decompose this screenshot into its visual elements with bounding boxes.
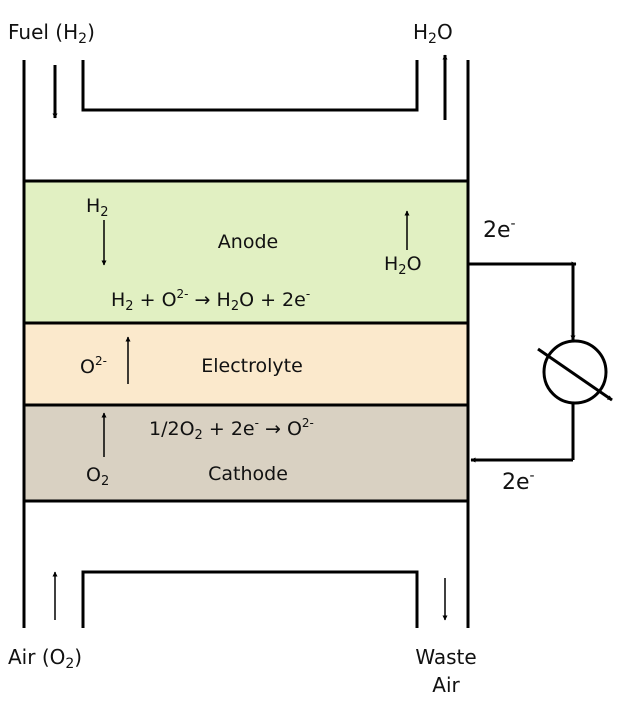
electrolyte-layer xyxy=(22,321,470,407)
waste-label: Waste xyxy=(415,645,476,669)
h2o-top-label: H2O xyxy=(413,20,453,47)
anode-name: Anode xyxy=(218,231,278,253)
cathode-equation: 1/2O2 + 2e- → O2- xyxy=(149,416,314,443)
cathode-name: Cathode xyxy=(208,463,288,485)
air-label: Air (O2) xyxy=(8,645,82,672)
circuit-top-electrons: 2e- xyxy=(483,216,516,243)
air-channel-bottom xyxy=(81,570,419,628)
anode-h2o-label: H2O xyxy=(384,253,422,278)
anode-equation: H2 + O2- → H2O + 2e- xyxy=(111,287,310,314)
waste-air-label: Air xyxy=(432,673,460,697)
variable-resistor-icon xyxy=(542,339,608,405)
circuit-bottom-electrons: 2e- xyxy=(502,468,535,495)
cathode-o2-label: O2 xyxy=(86,464,109,489)
variable-resistor-slash xyxy=(537,347,613,402)
fuel-channel-top xyxy=(81,60,419,112)
anode-h2-label: H2 xyxy=(86,195,109,220)
fuel-label: Fuel (H2) xyxy=(8,20,95,47)
anode-layer xyxy=(22,179,470,325)
electrolyte-name: Electrolyte xyxy=(201,355,303,377)
cathode-layer xyxy=(22,403,470,503)
electrolyte-ion-label: O2- xyxy=(80,354,107,378)
